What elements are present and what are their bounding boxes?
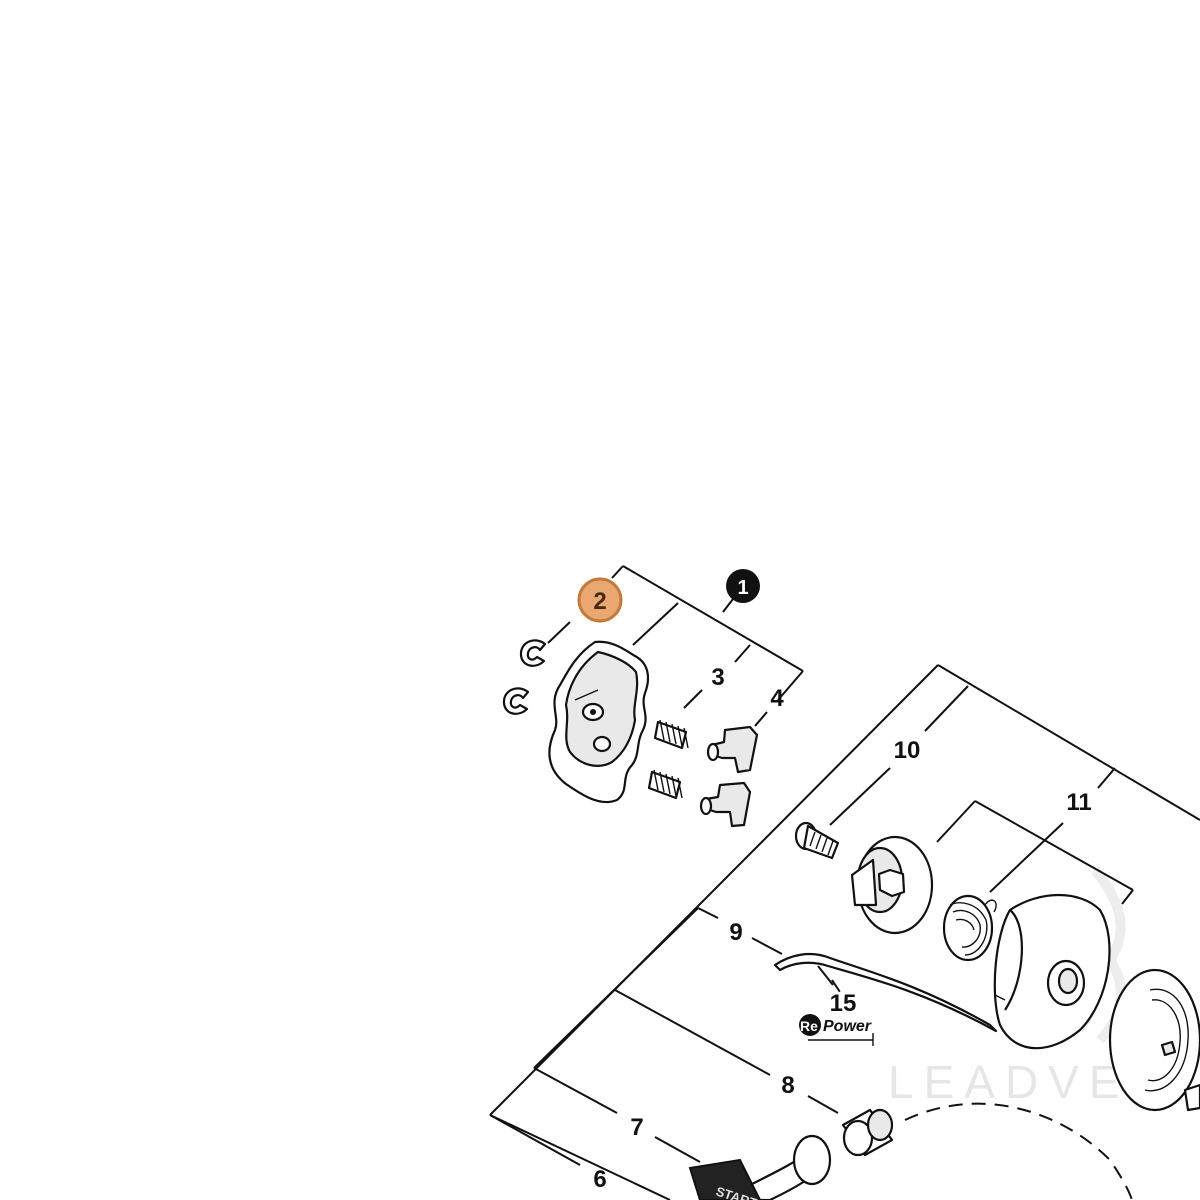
repower-logo: Re Power	[799, 1014, 874, 1046]
callout-2-circle[interactable]	[577, 577, 623, 623]
callout-1-label: 1	[737, 577, 748, 599]
label-11: 11	[1066, 789, 1091, 816]
e-clip-upper	[519, 639, 547, 667]
housing-corner	[1183, 1083, 1200, 1112]
screw	[794, 821, 840, 860]
label-8: 8	[781, 1072, 794, 1099]
label-4: 4	[770, 685, 784, 712]
rope-rotor	[993, 894, 1111, 1050]
highlighted-callout-2[interactable]: 2	[577, 577, 623, 623]
rope-rotor-hub	[850, 835, 934, 935]
label-15: 15	[830, 990, 857, 1017]
label-7: 7	[630, 1114, 643, 1141]
label-10: 10	[894, 737, 921, 764]
leader-lines	[489, 565, 1200, 1200]
repower-power: Power	[823, 1018, 872, 1035]
pawl-spring-lower	[647, 769, 683, 800]
watermark-text: LEADVE	[888, 1056, 1130, 1108]
e-clip-lower	[502, 687, 530, 715]
pawl-spring-upper	[653, 719, 689, 750]
repower-re: Re	[800, 1018, 818, 1034]
pawl-carrier	[548, 640, 650, 804]
pawl-upper	[706, 725, 759, 774]
assembly-callout-1[interactable]: 1	[726, 569, 760, 603]
spring-cassette	[1108, 968, 1200, 1112]
callout-2-label: 2	[593, 588, 606, 615]
starter-rope	[773, 952, 998, 1033]
rope-guide-bushing	[841, 1108, 894, 1157]
pawl-lower	[699, 781, 752, 828]
label-3: 3	[711, 664, 724, 691]
rewind-spring	[942, 894, 997, 962]
label-9: 9	[729, 919, 742, 946]
label-6: 6	[593, 1166, 606, 1193]
starter-grip: START	[688, 1134, 832, 1200]
